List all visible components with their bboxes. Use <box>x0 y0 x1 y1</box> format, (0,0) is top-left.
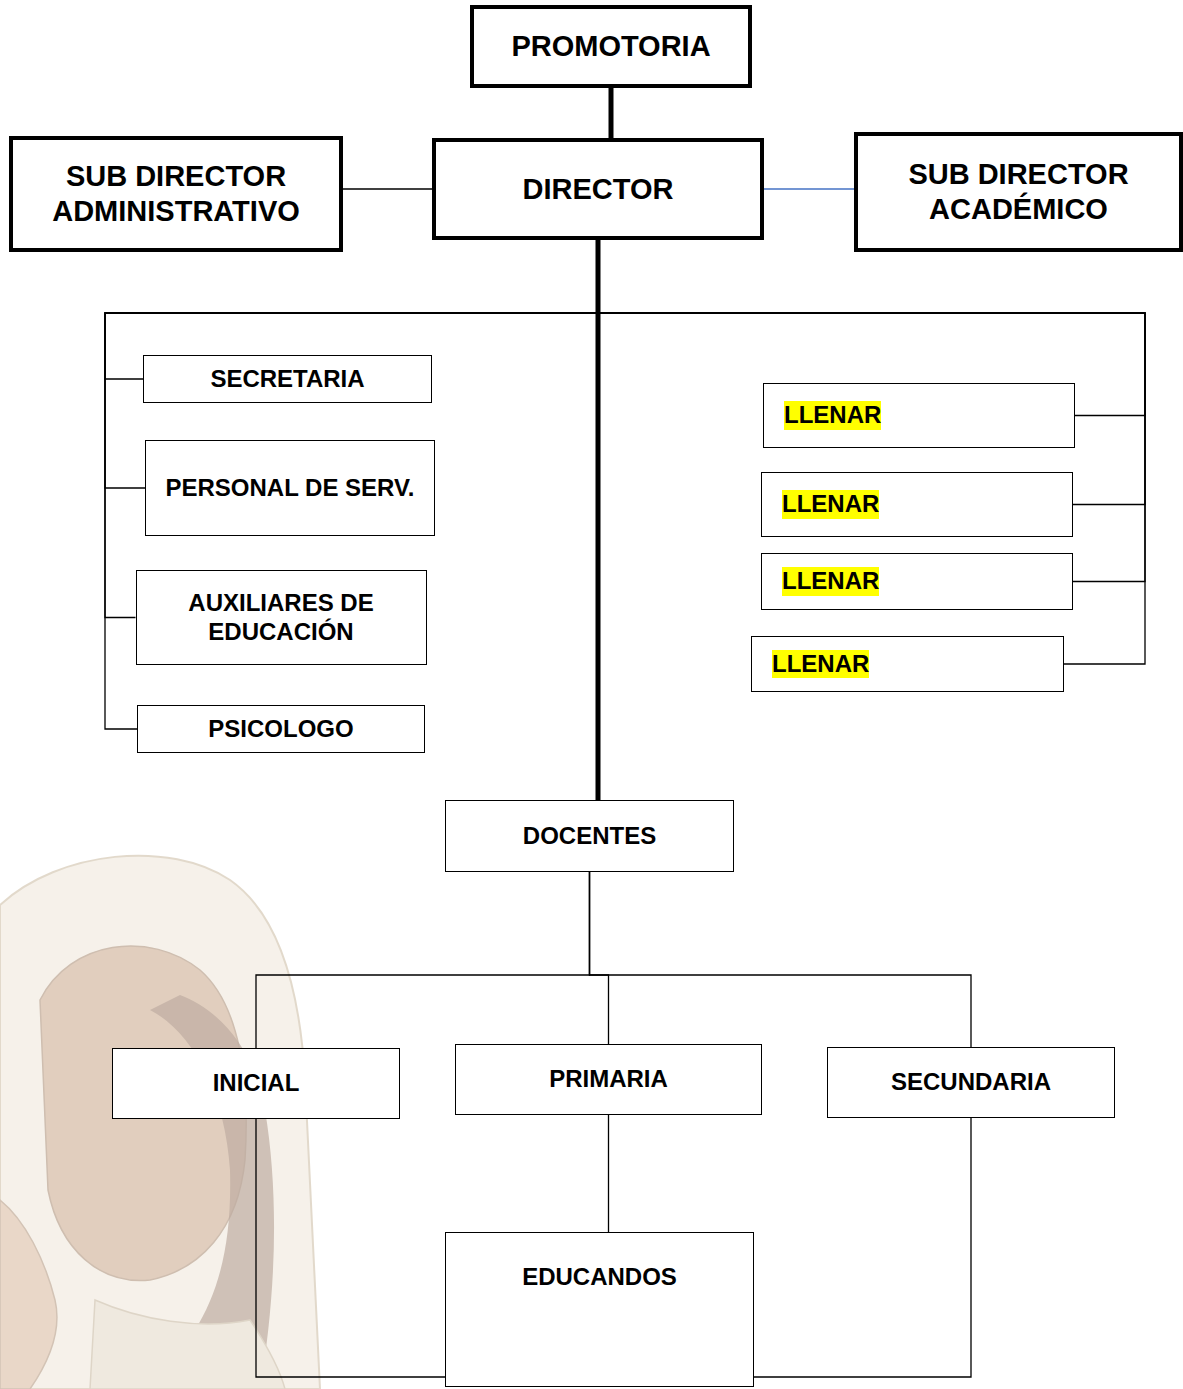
hooded-figure <box>0 856 320 1389</box>
org-box: DIRECTOR <box>432 138 764 240</box>
org-connector <box>754 1118 971 1377</box>
box-label: PROMOTORIA <box>511 29 710 64</box>
org-box: PERSONAL DE SERV. <box>145 440 435 536</box>
hood <box>0 856 320 1389</box>
placeholder-box: LLENAR <box>761 553 1073 610</box>
org-connector <box>598 240 1145 505</box>
org-box: DOCENTES <box>445 800 734 872</box>
org-connector <box>343 188 432 189</box>
org-box: PSICOLOGO <box>137 705 425 753</box>
box-label: INICIAL <box>213 1069 300 1098</box>
box-label: PRIMARIA <box>549 1065 668 1094</box>
box-label: SECUNDARIA <box>891 1068 1051 1097</box>
org-box: SUB DIRECTOR ACADÉMICO <box>854 132 1183 252</box>
org-connector <box>590 872 972 1047</box>
org-box: PROMOTORIA <box>470 5 752 88</box>
placeholder-label: LLENAR <box>784 401 881 430</box>
org-connector <box>105 240 598 618</box>
box-label: SUB DIRECTOR ACADÉMICO <box>866 157 1171 227</box>
org-box: SECUNDARIA <box>827 1047 1115 1118</box>
org-box: AUXILIARES DE EDUCACIÓN <box>136 570 427 665</box>
box-label: AUXILIARES DE EDUCACIÓN <box>155 589 408 647</box>
placeholder-label: LLENAR <box>782 567 879 596</box>
org-box: SECRETARIA <box>143 355 432 403</box>
org-connector <box>598 240 1145 582</box>
box-label: EDUCANDOS <box>522 1263 677 1292</box>
placeholder-box: LLENAR <box>763 383 1075 448</box>
org-box: PRIMARIA <box>455 1044 762 1115</box>
box-label: PSICOLOGO <box>208 715 353 744</box>
box-label: PERSONAL DE SERV. <box>166 474 415 503</box>
org-connector <box>105 240 598 729</box>
box-label: SUB DIRECTOR ADMINISTRATIVO <box>21 159 331 229</box>
org-connector <box>590 872 609 1044</box>
placeholder-label: LLENAR <box>782 490 879 519</box>
org-box: SUB DIRECTOR ADMINISTRATIVO <box>9 136 343 252</box>
box-label: DIRECTOR <box>523 172 674 207</box>
placeholder-label: LLENAR <box>772 650 869 679</box>
org-connector <box>256 1119 445 1377</box>
org-connector <box>608 1115 609 1232</box>
box-label: DOCENTES <box>523 822 656 851</box>
org-connector <box>764 188 854 189</box>
org-connector <box>596 240 601 800</box>
org-box: EDUCANDOS <box>445 1232 754 1387</box>
hand <box>0 1200 57 1389</box>
placeholder-box: LLENAR <box>751 636 1064 692</box>
org-connector <box>609 88 614 138</box>
org-connector <box>256 872 590 1048</box>
box-label: SECRETARIA <box>210 365 364 394</box>
org-box: INICIAL <box>112 1048 400 1119</box>
placeholder-box: LLENAR <box>761 472 1073 537</box>
org-connector <box>598 240 1145 664</box>
